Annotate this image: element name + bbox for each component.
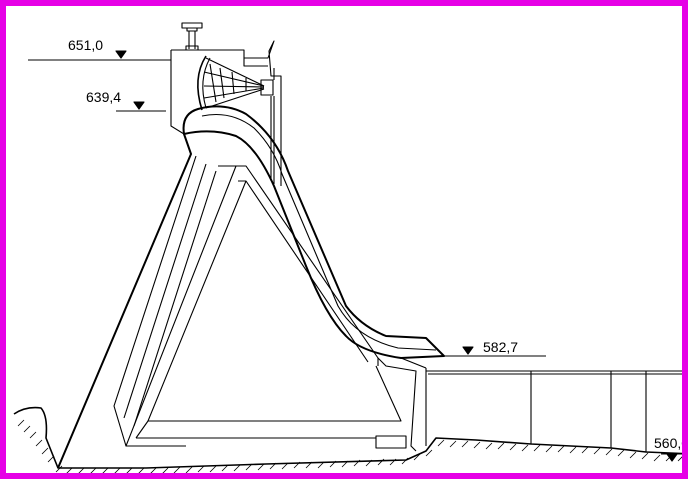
dam-cross-section-drawing: 651,0 639,4 582,7 560,0 [13,22,688,473]
elevation-marker-651 [28,50,171,61]
spillway-chute [182,96,445,359]
stilling-basin [426,370,682,452]
label-560: 560,0 [654,435,688,451]
dam-buttress [57,133,427,469]
elevation-marker-639 [116,101,166,112]
ground-hatching [17,419,682,473]
ground-line [13,406,682,469]
crest-pier [170,40,282,135]
elevation-marker-560 [661,453,682,462]
gate-hoist [181,22,203,51]
elevation-marker-582 [444,346,546,357]
label-582: 582,7 [483,339,518,355]
label-651: 651,0 [68,37,103,53]
radial-gate [197,55,265,111]
label-639: 639,4 [86,89,121,105]
